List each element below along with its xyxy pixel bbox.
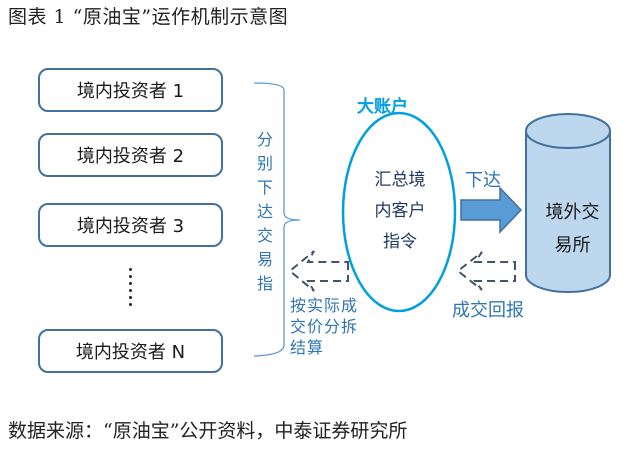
investor-box-1: 境内投资者 1	[38, 68, 223, 112]
exchange-text: 境外交 易所	[530, 196, 615, 262]
settlement-label: 按实际成 交价分拆 结算	[290, 295, 390, 358]
investor-box-2: 境内投资者 2	[38, 133, 223, 177]
return-arrow-label: 成交回报	[452, 300, 524, 321]
brace-char: 指	[256, 274, 273, 293]
figure-title: 图表 1 “原油宝”运作机制示意图	[8, 6, 289, 28]
aggregator-line: 汇总境	[374, 170, 426, 190]
forward-arrow-icon	[460, 186, 523, 234]
right-brace	[253, 82, 301, 357]
investor-box-n: 境内投资者 N	[38, 329, 223, 373]
aggregator-text: 汇总境 内客户 指令	[355, 165, 445, 258]
brace-char: 达	[256, 202, 273, 221]
vertical-ellipsis-icon	[128, 268, 134, 310]
aggregator-ellipse	[341, 111, 457, 313]
brace-char: 别	[256, 154, 273, 173]
brace-char: 交	[256, 226, 273, 245]
return-arrow-icon	[456, 251, 516, 291]
brace-label: 分 别 下 达 交 易 指	[255, 128, 275, 296]
aggregator-line: 指令	[383, 232, 417, 252]
exchange-line: 境外交	[545, 202, 600, 223]
brace-char: 分	[256, 130, 273, 149]
brace-char: 易	[256, 250, 273, 269]
investor-box-3: 境内投资者 3	[38, 203, 223, 247]
settlement-line: 结算	[290, 338, 325, 357]
forward-arrow-label: 下达	[465, 170, 501, 191]
aggregator-line: 内客户	[374, 201, 426, 221]
settlement-arrow-icon	[288, 250, 349, 292]
big-account-label: 大账户	[357, 97, 408, 117]
settlement-line: 交价分拆	[290, 317, 359, 336]
exchange-line: 易所	[554, 235, 591, 256]
exchange-cylinder-icon	[525, 113, 611, 293]
data-source: 数据来源：“原油宝”公开资料，中泰证券研究所	[8, 420, 408, 442]
brace-char: 下	[256, 178, 273, 197]
settlement-line: 按实际成	[290, 296, 359, 315]
